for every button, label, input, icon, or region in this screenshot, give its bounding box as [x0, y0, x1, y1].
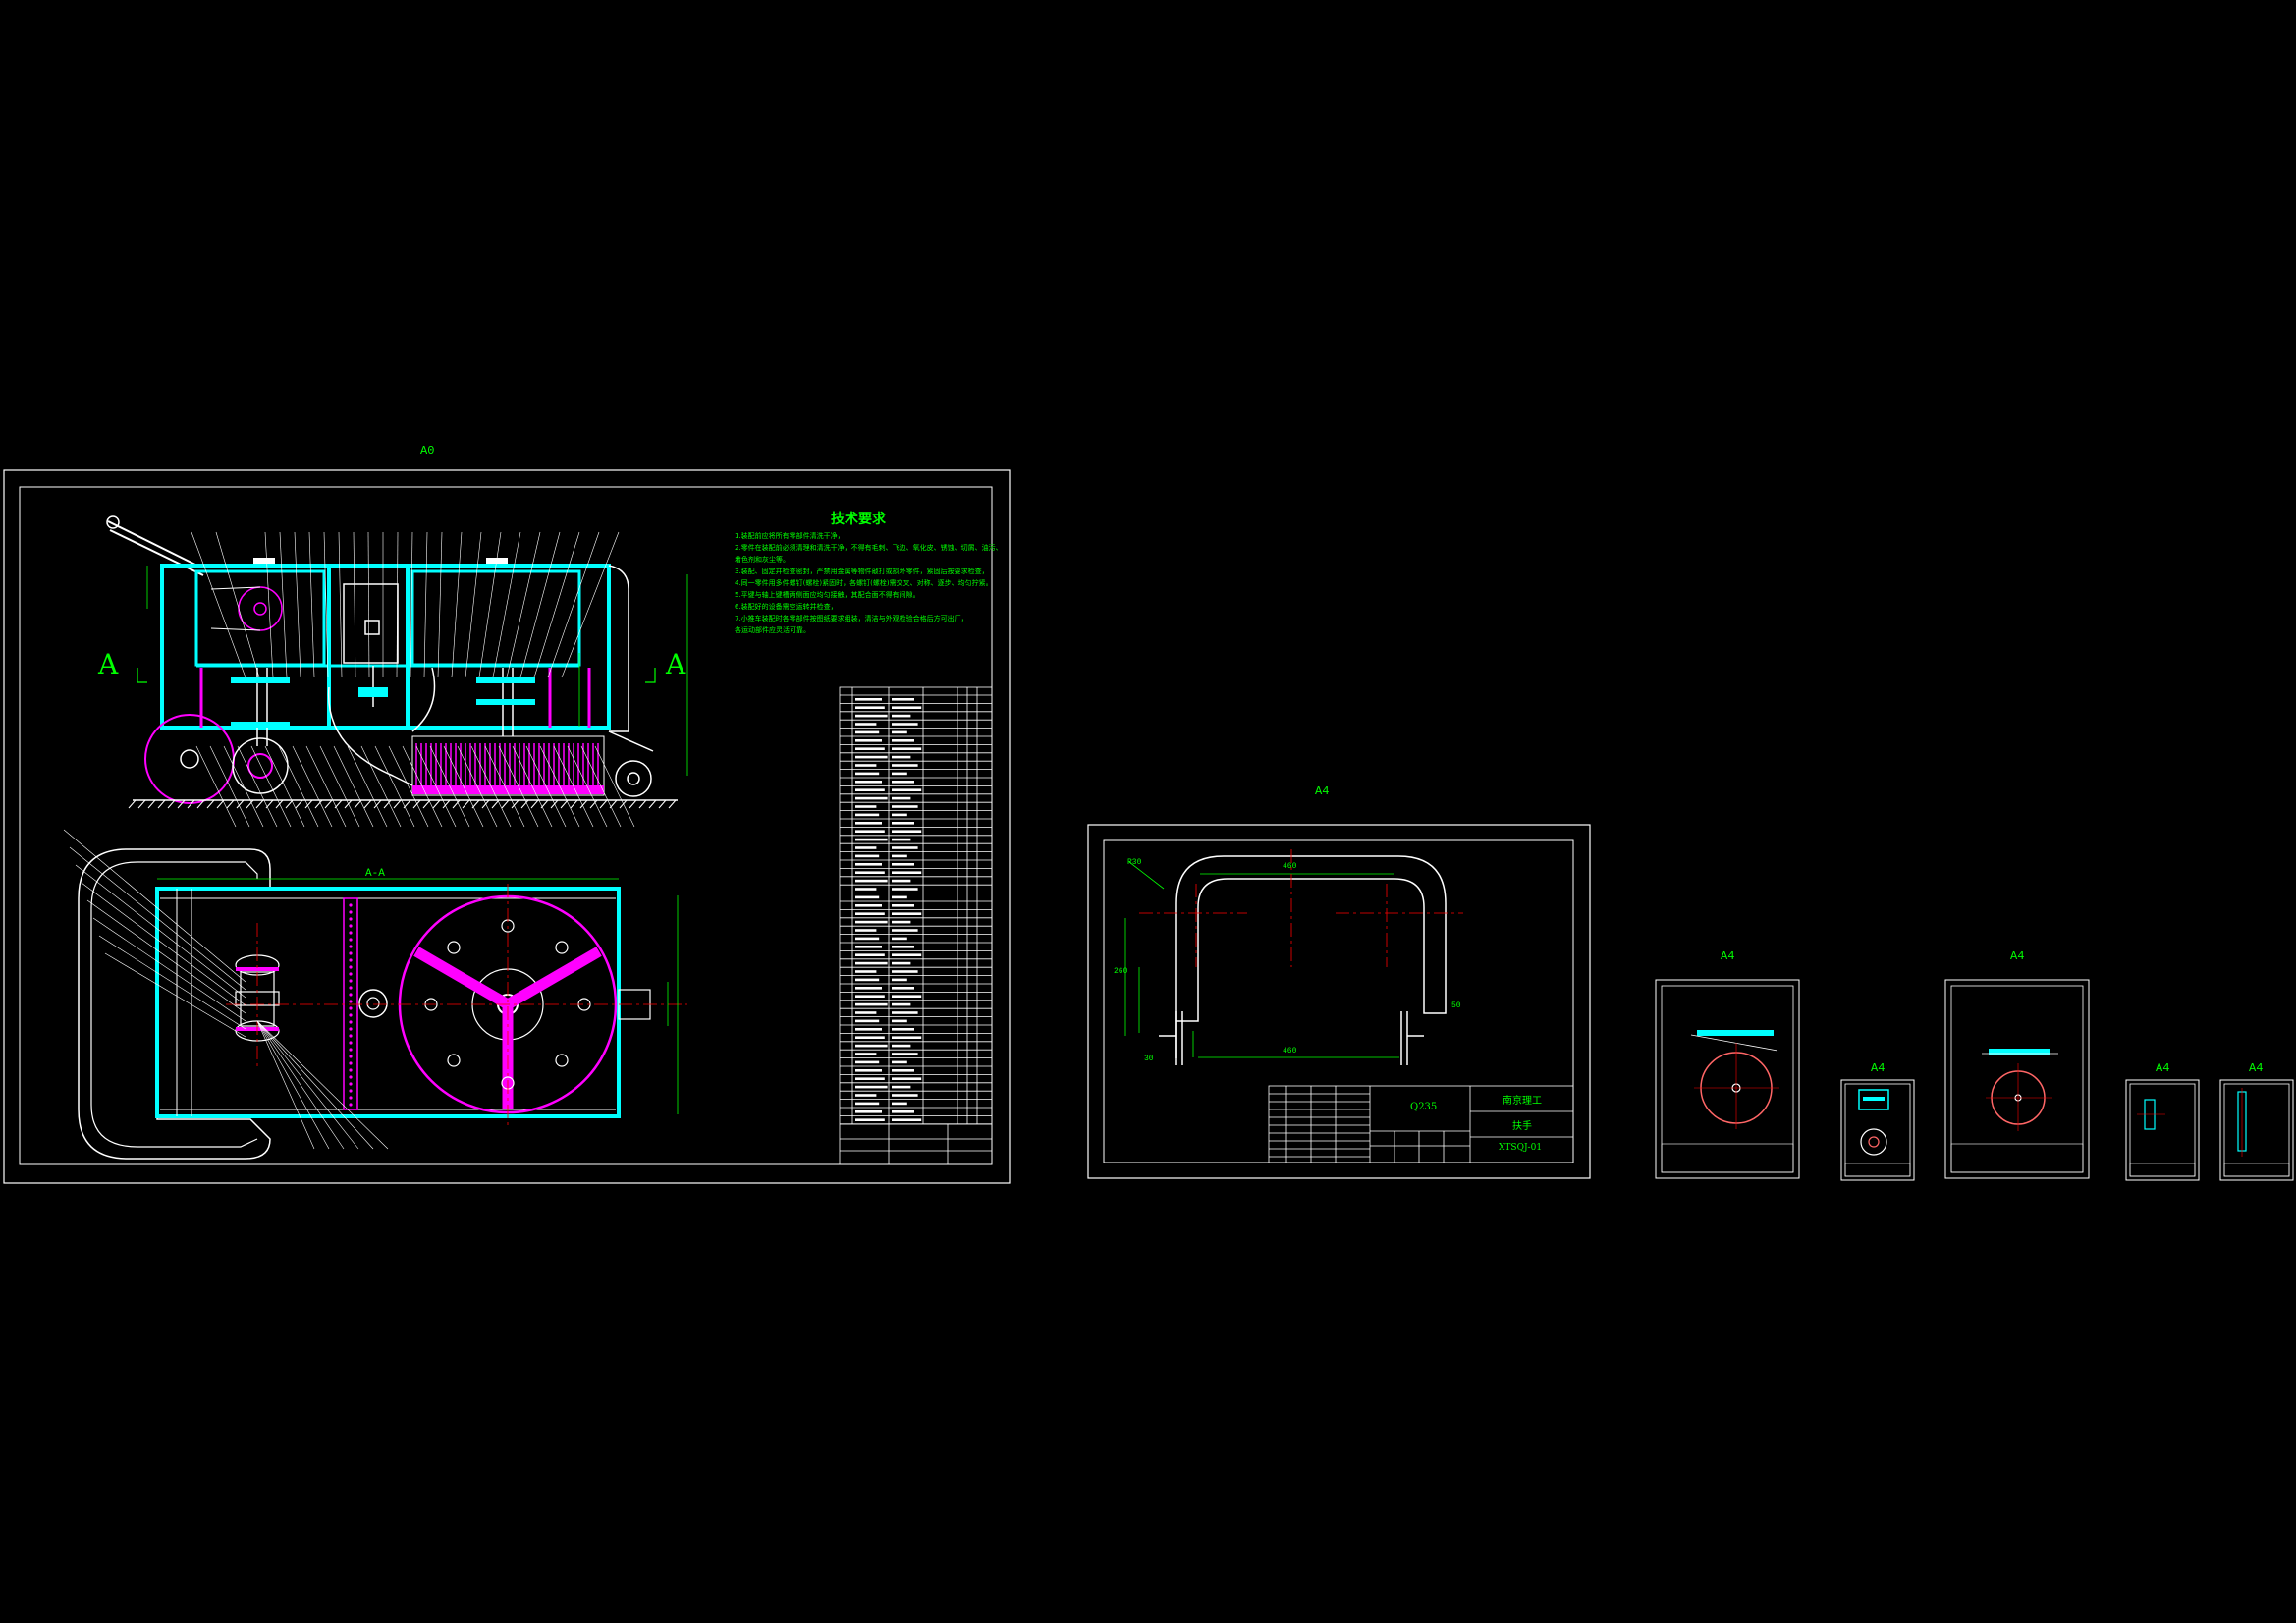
part-c-sheet	[1944, 979, 2090, 1179]
technical-requirements-title: 技术要求	[831, 512, 886, 527]
tr-line: 各运动部件应灵活可靠。	[735, 626, 810, 634]
tr-line: 6.装配好的设备需空运转并检查，	[735, 603, 838, 611]
tr-line: 5.平键与轴上键槽两侧面应均匀接触，其配合面不得有间隙。	[735, 591, 920, 599]
handle-dim-bottom-width: 460	[1283, 1047, 1297, 1055]
part-b-sheet	[1840, 1079, 1915, 1181]
handle-dim-top-width: 460	[1283, 862, 1297, 871]
technical-requirements-list: 1.装配前应将所有零部件清洗干净， 2.零件在装配前必须清理和清洗干净，不得有毛…	[735, 530, 1003, 636]
title-block-material: Q235	[1410, 1102, 1438, 1112]
part-b-size-label: A4	[1871, 1061, 1886, 1075]
section-view-a-a	[63, 829, 687, 1160]
main-sheet-size-label: A0	[420, 444, 435, 458]
tr-line: 4.同一零件用多件螺钉(螺栓)紧固时，各螺钉(螺栓)需交叉、对称、逐步、均匀拧紧…	[735, 579, 993, 587]
section-view-title: A-A	[365, 868, 385, 880]
tr-line: 1.装配前应将所有零部件清洗干净，	[735, 532, 845, 540]
tr-line: 2.零件在装配前必须清理和清洗干净，不得有毛刺、飞边、氧化皮、锈蚀、切屑、油污、	[735, 544, 1003, 552]
handle-sheet	[1087, 824, 1591, 1179]
title-block-drawing-no: XTSQJ-01	[1499, 1143, 1543, 1153]
tr-line: 7.小推车装配时各零部件按图纸要求组装，清洁与外观检验合格后方可出厂，	[735, 615, 968, 622]
parts-list-table	[839, 686, 993, 1165]
handle-sheet-size-label: A4	[1315, 784, 1330, 798]
section-marker-right: A	[666, 648, 686, 680]
title-block-part-name: 扶手	[1512, 1121, 1532, 1132]
part-sheets	[1655, 979, 2294, 1181]
part-d-size-label: A4	[2156, 1061, 2170, 1075]
tr-line: 着色剂和灰尘等。	[735, 556, 790, 564]
section-marker-left: A	[98, 648, 119, 680]
main-sheet	[3, 469, 1011, 1184]
part-a-sheet	[1655, 979, 1800, 1179]
handle-dim-tab: 50	[1451, 1001, 1461, 1010]
front-elevation-view	[106, 515, 688, 828]
title-block-school: 南京理工	[1503, 1096, 1542, 1107]
handle-dim-height: 260	[1114, 967, 1128, 976]
tr-line: 3.装配、固定并检查密封，严禁用金属等物件敲打或损坏零件，紧固后按要求检查，	[735, 568, 989, 575]
main-sheet-outer-border	[3, 469, 1011, 1184]
handle-dim-side: 30	[1144, 1055, 1154, 1063]
part-c-size-label: A4	[2010, 949, 2025, 963]
part-d-sheet	[2125, 1079, 2200, 1181]
part-e-sheet	[2219, 1079, 2294, 1181]
part-e-size-label: A4	[2249, 1061, 2264, 1075]
handle-dim-radius: R30	[1127, 858, 1142, 867]
part-a-size-label: A4	[1721, 949, 1735, 963]
